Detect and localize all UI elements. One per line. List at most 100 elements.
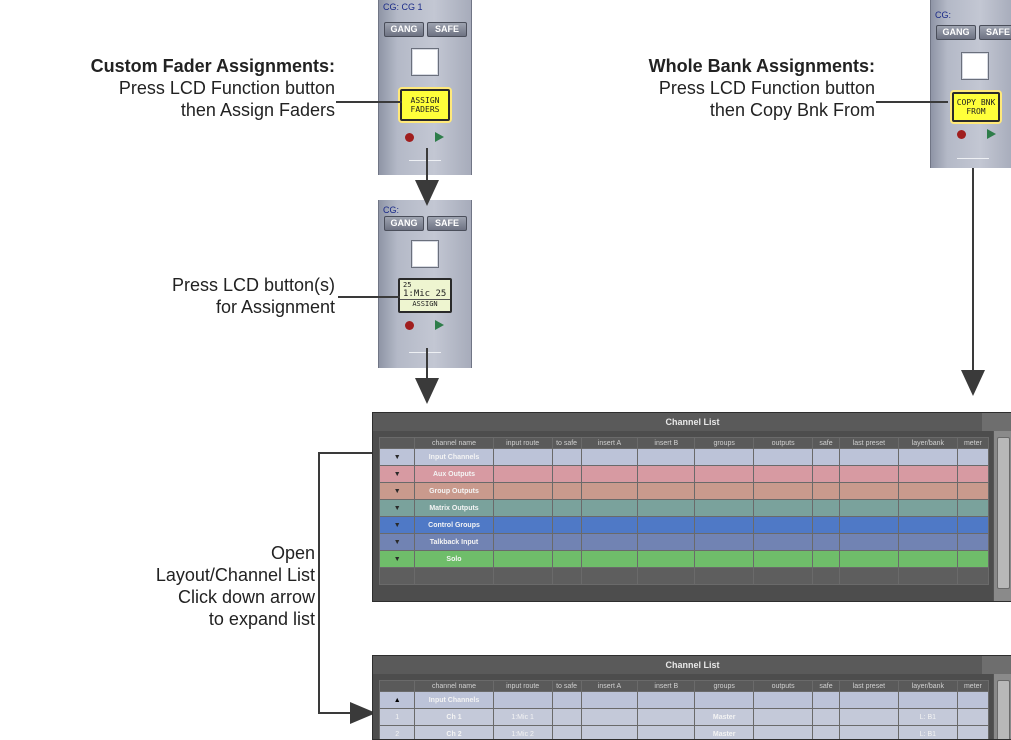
table-cell[interactable] xyxy=(839,483,898,500)
record-icon[interactable] xyxy=(405,133,414,142)
table-cell[interactable] xyxy=(754,483,813,500)
table-cell[interactable] xyxy=(813,517,840,534)
column-header[interactable]: channel name xyxy=(415,681,493,692)
table-cell[interactable] xyxy=(898,692,957,709)
column-header[interactable]: safe xyxy=(813,438,840,449)
table-cell[interactable] xyxy=(552,692,581,709)
column-header[interactable]: insert B xyxy=(638,438,695,449)
expand-arrow-icon[interactable]: ▼ xyxy=(380,551,415,568)
table-cell[interactable] xyxy=(898,466,957,483)
section-row[interactable]: ▼Solo xyxy=(380,551,989,568)
scrollbar-thumb[interactable] xyxy=(997,680,1010,740)
table-cell[interactable] xyxy=(839,449,898,466)
table-cell[interactable] xyxy=(638,483,695,500)
table-cell[interactable] xyxy=(957,534,988,551)
collapse-arrow-icon[interactable]: ▲ xyxy=(380,692,415,709)
table-cell[interactable] xyxy=(813,500,840,517)
table-cell[interactable] xyxy=(581,449,638,466)
table-cell[interactable] xyxy=(638,449,695,466)
expand-arrow-icon[interactable]: ▼ xyxy=(380,449,415,466)
section-row[interactable]: ▼Matrix Outputs xyxy=(380,500,989,517)
table-cell[interactable] xyxy=(898,449,957,466)
table-cell[interactable] xyxy=(581,483,638,500)
table-cell[interactable] xyxy=(638,466,695,483)
section-row[interactable]: ▼Input Channels xyxy=(380,449,989,466)
safe-button[interactable]: SAFE xyxy=(979,25,1011,40)
column-header[interactable]: meter xyxy=(957,681,988,692)
lcd-assign-faders-button[interactable]: ASSIGN FADERS xyxy=(400,89,450,121)
window-control[interactable] xyxy=(982,413,1011,431)
input-route[interactable]: 1:Mic 1 xyxy=(493,709,552,726)
table-cell[interactable] xyxy=(581,692,638,709)
table-cell[interactable] xyxy=(581,466,638,483)
column-header[interactable]: last preset xyxy=(839,438,898,449)
table-cell[interactable] xyxy=(813,551,840,568)
table-cell[interactable] xyxy=(552,517,581,534)
table-cell[interactable] xyxy=(813,466,840,483)
table-cell[interactable] xyxy=(957,517,988,534)
expand-arrow-icon[interactable]: ▼ xyxy=(380,534,415,551)
meter[interactable] xyxy=(957,709,988,726)
table-cell[interactable] xyxy=(552,483,581,500)
table-cell[interactable] xyxy=(552,466,581,483)
channel-name[interactable]: Ch 1 xyxy=(415,709,493,726)
section-row[interactable]: ▼Control Groups xyxy=(380,517,989,534)
table-cell[interactable] xyxy=(898,483,957,500)
column-header[interactable]: insert A xyxy=(581,681,638,692)
table-cell[interactable] xyxy=(839,466,898,483)
table-cell[interactable] xyxy=(695,449,754,466)
table-cell[interactable] xyxy=(638,692,695,709)
table-cell[interactable] xyxy=(839,534,898,551)
table-cell[interactable] xyxy=(493,500,552,517)
table-cell[interactable] xyxy=(552,551,581,568)
table-cell[interactable] xyxy=(839,551,898,568)
select-key[interactable] xyxy=(961,52,989,80)
table-cell[interactable] xyxy=(638,517,695,534)
column-header[interactable]: insert A xyxy=(581,438,638,449)
column-header[interactable]: outputs xyxy=(754,438,813,449)
section-row[interactable]: ▼Talkback Input xyxy=(380,534,989,551)
table-cell[interactable] xyxy=(695,692,754,709)
table-cell[interactable] xyxy=(638,551,695,568)
table-cell[interactable] xyxy=(754,466,813,483)
column-header[interactable]: to safe xyxy=(552,438,581,449)
gang-button[interactable]: GANG xyxy=(384,22,424,37)
expand-arrow-icon[interactable]: ▼ xyxy=(380,466,415,483)
column-header[interactable]: groups xyxy=(695,438,754,449)
column-header[interactable]: layer/bank xyxy=(898,438,957,449)
last-preset[interactable] xyxy=(839,709,898,726)
record-icon[interactable] xyxy=(957,130,966,139)
table-cell[interactable] xyxy=(754,551,813,568)
table-cell[interactable] xyxy=(638,500,695,517)
outputs[interactable] xyxy=(754,709,813,726)
table-cell[interactable] xyxy=(493,534,552,551)
table-cell[interactable] xyxy=(695,534,754,551)
lcd-copy-bank-button[interactable]: COPY BNK FROM xyxy=(952,92,1000,122)
table-cell[interactable] xyxy=(493,692,552,709)
column-header[interactable]: input route xyxy=(493,681,552,692)
table-cell[interactable] xyxy=(552,500,581,517)
table-cell[interactable] xyxy=(754,500,813,517)
table-cell[interactable] xyxy=(493,466,552,483)
column-header[interactable]: to safe xyxy=(552,681,581,692)
table-cell[interactable] xyxy=(813,692,840,709)
select-key[interactable] xyxy=(411,240,439,268)
channel-number[interactable]: 1 xyxy=(380,709,415,726)
table-cell[interactable] xyxy=(695,466,754,483)
safe-button[interactable]: SAFE xyxy=(427,22,467,37)
table-cell[interactable] xyxy=(898,551,957,568)
play-icon[interactable] xyxy=(987,129,996,139)
insert-b[interactable] xyxy=(638,709,695,726)
table-cell[interactable] xyxy=(754,692,813,709)
expand-arrow-icon[interactable]: ▼ xyxy=(380,500,415,517)
table-cell[interactable] xyxy=(581,534,638,551)
column-header[interactable]: groups xyxy=(695,681,754,692)
table-cell[interactable] xyxy=(813,483,840,500)
table-cell[interactable] xyxy=(695,551,754,568)
table-cell[interactable] xyxy=(813,449,840,466)
table-cell[interactable] xyxy=(898,500,957,517)
table-cell[interactable] xyxy=(581,500,638,517)
table-cell[interactable] xyxy=(754,449,813,466)
record-icon[interactable] xyxy=(405,321,414,330)
